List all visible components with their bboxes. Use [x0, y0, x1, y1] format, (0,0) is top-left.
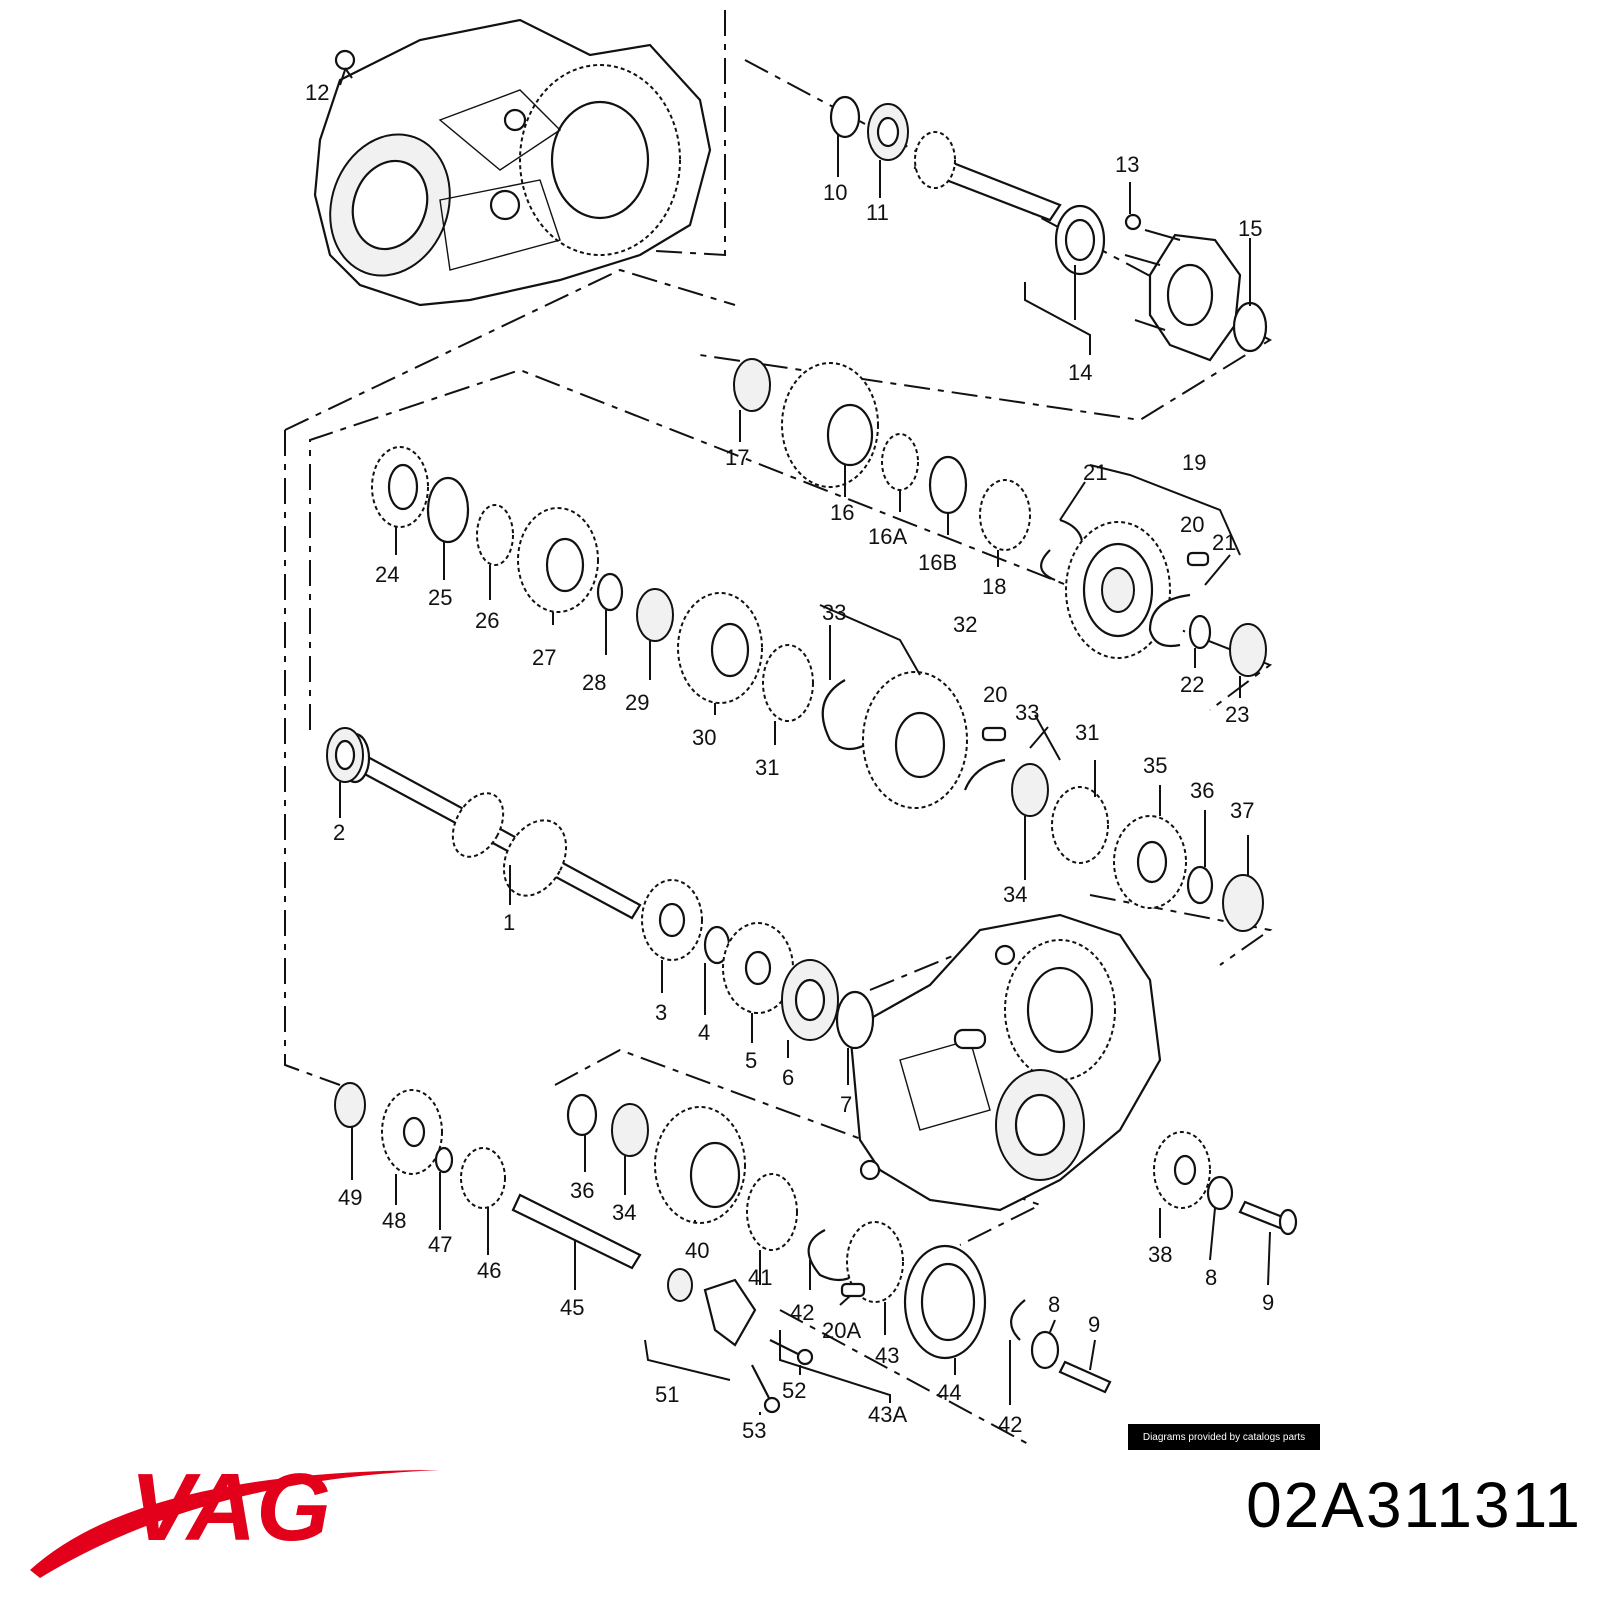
- callout-12: 12: [305, 80, 329, 105]
- callout-17: 17: [725, 445, 749, 470]
- gearbox-housing-lower: [848, 913, 1162, 1212]
- callout-43a: 43A: [868, 1402, 907, 1427]
- callout-11: 11: [866, 200, 889, 225]
- reverse-shaft-group: [334, 1082, 642, 1270]
- callout-36b: 36: [570, 1178, 594, 1203]
- callout-49: 49: [338, 1185, 362, 1210]
- svg-text:VAG: VAG: [130, 1454, 331, 1561]
- callout-28: 28: [582, 670, 606, 695]
- gear-16-group: [733, 358, 1084, 582]
- callout-32: 32: [953, 612, 977, 637]
- pinion-group: [829, 95, 1268, 362]
- callout-24: 24: [375, 562, 399, 587]
- callout-34a: 34: [1003, 882, 1027, 907]
- callout-21a: 21: [1083, 460, 1107, 485]
- bearing-6: [781, 959, 839, 1041]
- callout-16a: 16A: [868, 524, 907, 549]
- callout-25: 25: [428, 585, 452, 610]
- gear-24-31-group: [371, 446, 814, 722]
- callout-22: 22: [1180, 672, 1204, 697]
- callout-52: 52: [782, 1378, 806, 1403]
- callout-7: 7: [840, 1092, 852, 1117]
- callout-31b: 31: [1075, 720, 1099, 745]
- synchro-32-group: [821, 671, 1264, 932]
- callout-8a: 8: [1048, 1292, 1060, 1317]
- callout-33a: 33: [822, 600, 846, 625]
- callout-9b: 9: [1262, 1290, 1274, 1315]
- callout-27: 27: [532, 645, 556, 670]
- gear-3: [641, 879, 703, 961]
- callout-42a: 42: [790, 1300, 814, 1325]
- synchro-19-group: [1065, 521, 1267, 677]
- callout-34b: 34: [612, 1200, 636, 1225]
- callout-4: 4: [698, 1020, 710, 1045]
- callout-16: 16: [830, 500, 854, 525]
- callout-18: 18: [982, 574, 1006, 599]
- callout-47: 47: [428, 1232, 452, 1257]
- callout-16b: 16B: [918, 550, 957, 575]
- callout-20b: 20: [983, 682, 1007, 707]
- callout-8b: 8: [1205, 1265, 1217, 1290]
- callout-14: 14: [1068, 360, 1092, 385]
- callout-5: 5: [745, 1048, 757, 1073]
- callout-40: 40: [685, 1238, 709, 1263]
- callout-42b: 42: [998, 1412, 1022, 1437]
- callout-53: 53: [742, 1418, 766, 1443]
- callout-38: 38: [1148, 1242, 1172, 1267]
- callout-26: 26: [475, 608, 499, 633]
- callout-45: 45: [560, 1295, 584, 1320]
- callout-37: 37: [1230, 798, 1254, 823]
- callout-33b: 33: [1015, 700, 1039, 725]
- callout-29: 29: [625, 690, 649, 715]
- callout-46: 46: [477, 1258, 501, 1283]
- callout-6: 6: [782, 1065, 794, 1090]
- callout-48: 48: [382, 1208, 406, 1233]
- callout-43: 43: [875, 1343, 899, 1368]
- callout-36a: 36: [1190, 778, 1214, 803]
- callout-10: 10: [823, 180, 847, 205]
- lower-gear-group: [566, 1093, 1112, 1414]
- callout-3: 3: [655, 1000, 667, 1025]
- circlip-7: [835, 990, 875, 1050]
- callout-19: 19: [1182, 450, 1206, 475]
- callout-30: 30: [692, 725, 716, 750]
- callout-21b: 21: [1212, 530, 1236, 555]
- callout-20a: 20: [1180, 512, 1204, 537]
- part-number: 02A311311: [1246, 1469, 1582, 1541]
- callout-41: 41: [748, 1265, 772, 1290]
- vag-logo: VAG: [30, 1454, 440, 1578]
- callout-9a: 9: [1088, 1312, 1100, 1337]
- leader-lines: [339, 69, 1271, 1415]
- callout-labels: 12 10 11 13 15 14 17 16 16A 16B 18 21 19…: [305, 80, 1274, 1443]
- gearbox-housing-upper: [313, 18, 712, 307]
- callout-31a: 31: [755, 755, 779, 780]
- input-shaft: [339, 732, 642, 920]
- callout-35: 35: [1143, 753, 1167, 778]
- callout-1: 1: [503, 910, 515, 935]
- bearing-2: [326, 727, 364, 783]
- callout-23: 23: [1225, 702, 1249, 727]
- credit-banner: Diagrams provided by catalogs parts: [1128, 1424, 1320, 1450]
- callout-13: 13: [1115, 152, 1139, 177]
- callout-20a-label: 20A: [822, 1318, 861, 1343]
- callout-44: 44: [937, 1380, 961, 1405]
- callout-2: 2: [333, 820, 345, 845]
- callout-15: 15: [1238, 216, 1262, 241]
- right-output-group: [1153, 1131, 1298, 1236]
- callout-51: 51: [655, 1382, 679, 1407]
